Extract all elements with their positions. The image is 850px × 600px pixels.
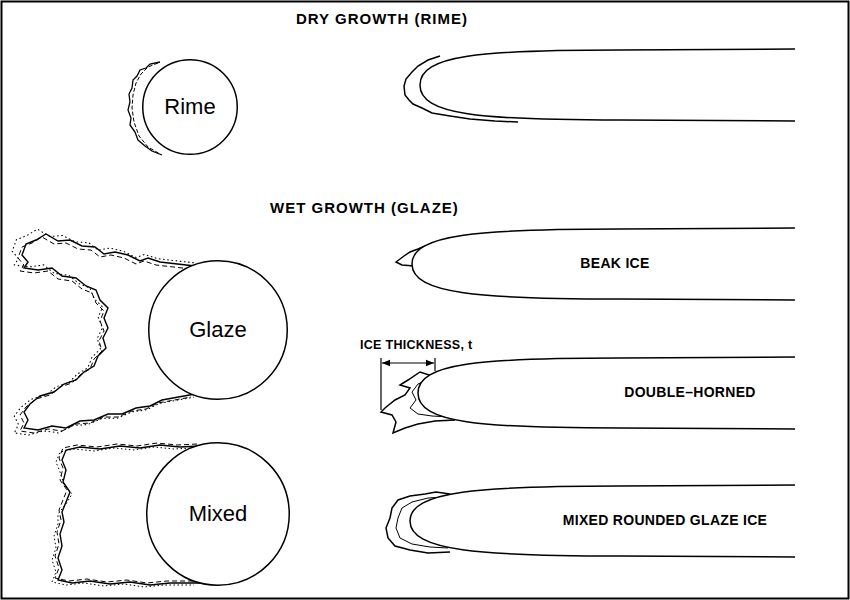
label-holder: DRY GROWTH (RIME) bbox=[296, 11, 468, 28]
extension-line bbox=[434, 358, 435, 371]
airfoil-outline bbox=[420, 49, 795, 121]
ice-type-label: Mixed bbox=[189, 502, 248, 526]
cylinder-section: Mixed bbox=[146, 442, 290, 586]
cylinder-section: Rime bbox=[142, 59, 238, 155]
section-heading: DRY GROWTH (RIME) bbox=[296, 11, 468, 28]
ice-type-label: Rime bbox=[164, 95, 215, 119]
section-heading: WET GROWTH (GLAZE) bbox=[270, 200, 459, 217]
cylinder-section: Glaze bbox=[148, 260, 288, 400]
dimension-arrow bbox=[382, 362, 434, 363]
ice-shape-label: DOUBLE–HORNED bbox=[624, 385, 755, 400]
ice-shape-label: BEAK ICE bbox=[580, 256, 649, 271]
extension-line bbox=[380, 358, 381, 410]
airfoil-section: BEAK ICE bbox=[410, 224, 800, 304]
label-holder: WET GROWTH (GLAZE) bbox=[270, 200, 459, 217]
ice-type-label: Glaze bbox=[189, 318, 246, 342]
dimension-label: ICE THICKNESS, t bbox=[360, 339, 472, 353]
airfoil-section: DOUBLE–HORNED bbox=[416, 353, 800, 433]
label-holder: ICE THICKNESS, t bbox=[360, 339, 472, 353]
ice-shape-label: MIXED ROUNDED GLAZE ICE bbox=[563, 513, 767, 528]
airfoil-section: MIXED ROUNDED GLAZE ICE bbox=[408, 481, 800, 561]
